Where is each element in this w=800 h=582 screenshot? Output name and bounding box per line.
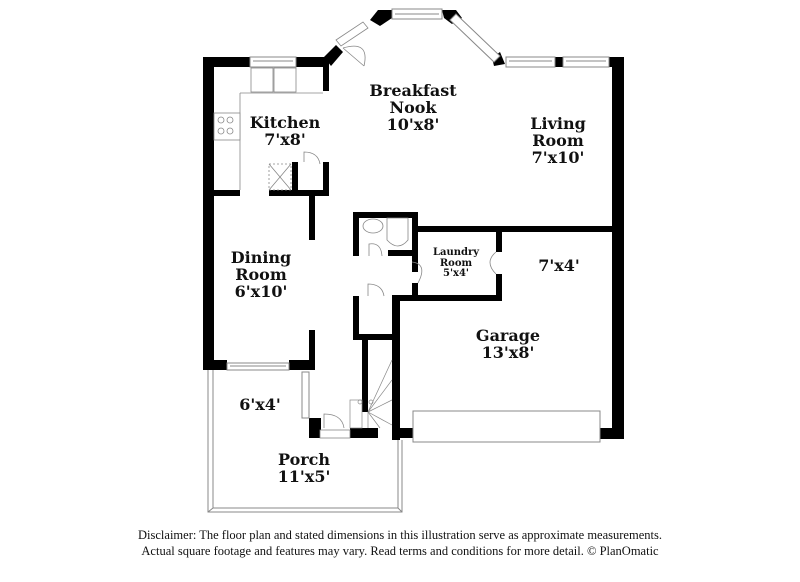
room-name: Porch [277, 450, 331, 469]
room-kitchen: Kitchen 7'x8' [249, 113, 321, 149]
room-dims: 7'x8' [264, 129, 306, 149]
room-dims: 7'x10' [531, 147, 585, 167]
room-dims: 6'x10' [234, 281, 288, 301]
room-breakfast-nook: Breakfast Nook 10'x8' [369, 81, 457, 134]
disclaimer: Disclaimer: The floor plan and stated di… [0, 527, 800, 559]
room-living-room: Living Room 7'x10' [530, 114, 586, 167]
room-dims: 6'x4' [239, 395, 281, 414]
room-name-line2: Nook [389, 97, 437, 117]
room-name-line2: Room [532, 130, 584, 150]
windows [226, 8, 610, 419]
room-garage-storage: 7'x4' [538, 256, 580, 275]
kitchen-fixtures [213, 67, 323, 191]
room-name-line1: Laundry [432, 247, 480, 258]
room-name-line1: Breakfast [369, 81, 457, 100]
room-name: Garage [475, 326, 541, 345]
room-name-line1: Dining [230, 248, 292, 267]
room-laundry-room: Laundry Room 5'x4' [432, 247, 480, 280]
disclaimer-line2: Actual square footage and features may v… [141, 544, 659, 558]
room-dims: 13'x8' [481, 342, 535, 362]
room-porch-side: 6'x4' [239, 395, 281, 414]
room-dims: 10'x8' [386, 114, 440, 134]
disclaimer-line1: Disclaimer: The floor plan and stated di… [138, 528, 662, 542]
porch-outline [207, 370, 403, 513]
room-name-line1: Living [530, 114, 586, 133]
garage-door [412, 410, 601, 443]
room-dining-room: Dining Room 6'x10' [230, 248, 292, 301]
room-dims: 5'x4' [442, 268, 469, 279]
room-name: Kitchen [249, 113, 321, 132]
room-name-line2: Room [235, 264, 287, 284]
room-name-line2: Room [439, 257, 473, 269]
room-porch: Porch 11'x5' [277, 450, 331, 486]
room-dims: 11'x5' [277, 466, 331, 486]
room-dims: 7'x4' [538, 256, 580, 275]
bath-fixtures [362, 217, 409, 247]
walls [203, 10, 624, 440]
stairs [349, 359, 393, 429]
doors [303, 21, 497, 439]
room-garage: Garage 13'x8' [475, 326, 541, 362]
